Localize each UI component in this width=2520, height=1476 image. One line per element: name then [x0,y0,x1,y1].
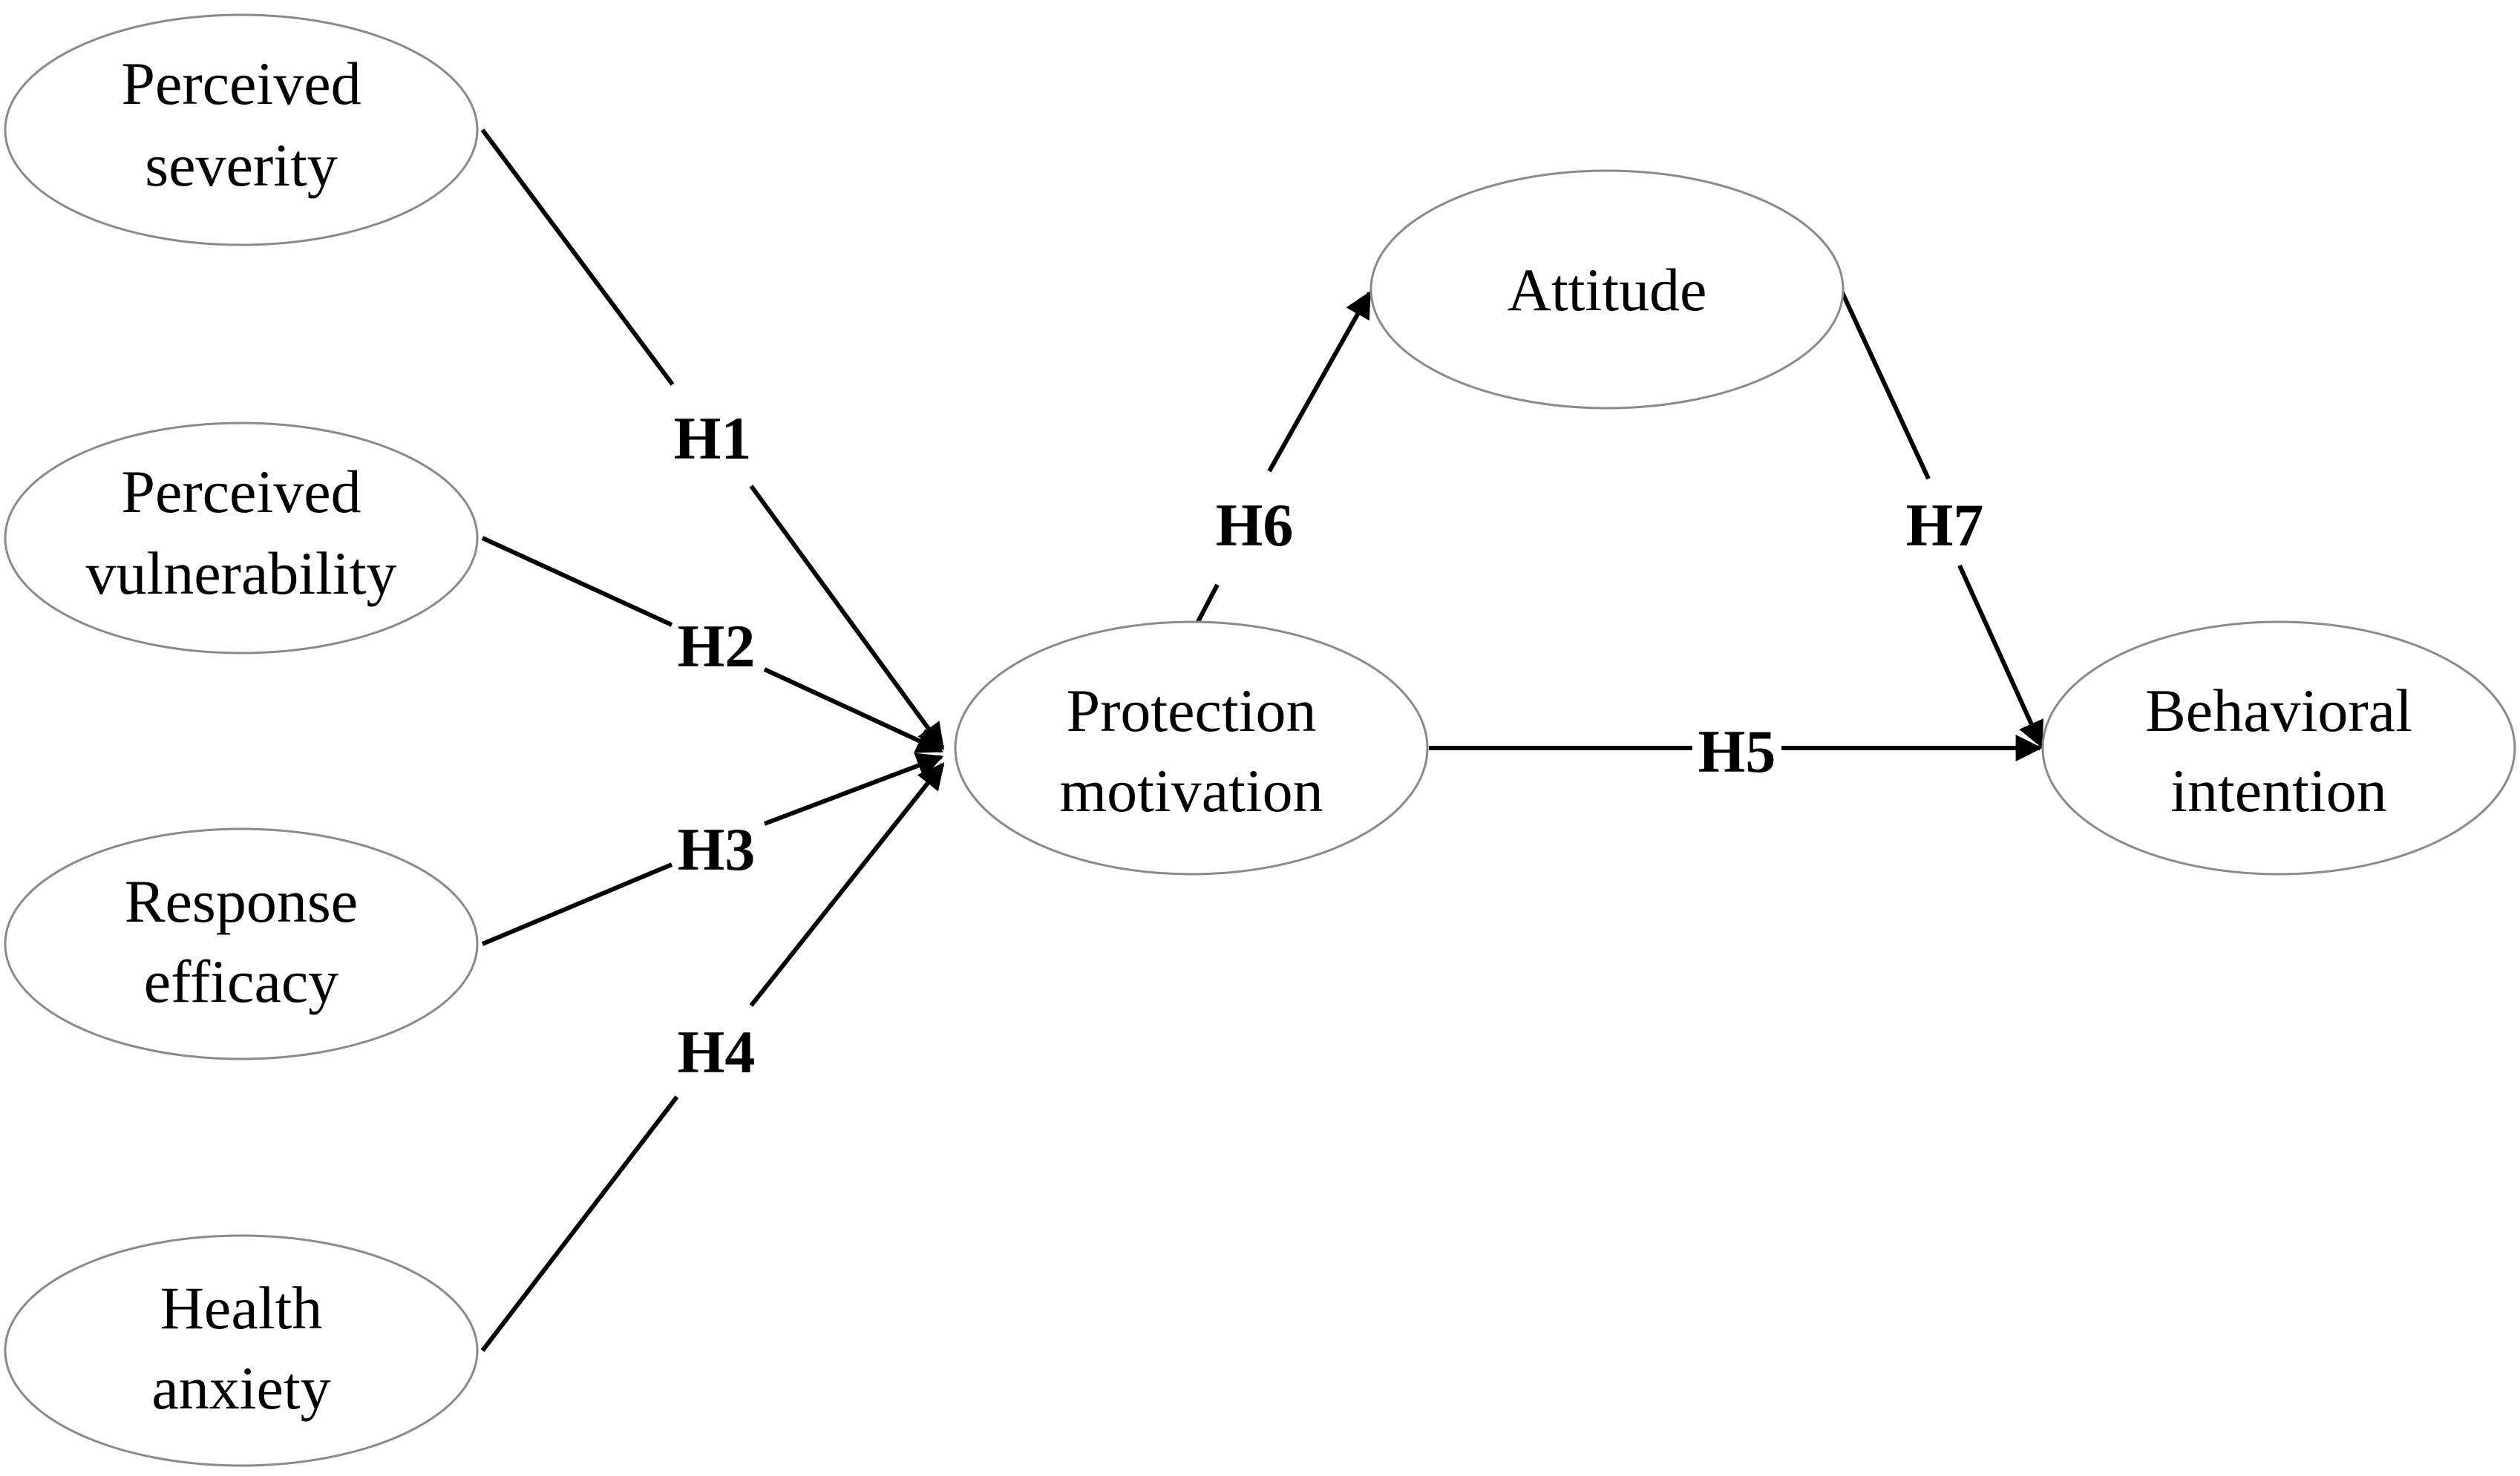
hypothesis-label-h6: H6 [1216,491,1294,559]
node-ellipse [4,827,479,1060]
edge-h7-lower [1957,564,2044,749]
node-label-line2: efficacy [144,948,339,1015]
hypothesis-label-h7: H7 [1906,491,1984,559]
node-attitude: Attitude [1369,169,1845,410]
edges [480,128,2044,1352]
node-perceived-severity: Perceived severity [4,13,479,246]
node-ellipse [4,422,479,655]
node-ellipse [2041,620,2516,876]
node-ellipse [4,1234,479,1467]
node-label-line1: Perceived [121,50,361,117]
node-label-line1: Protection [1066,677,1316,744]
hypothesis-label-h2: H2 [678,612,756,680]
hypothesis-label-h4: H4 [678,1018,756,1086]
node-label: Attitude [1508,256,1707,324]
hypothesis-labels: H1 H2 H3 H4 H5 H6 H7 [674,404,1984,1086]
node-response-efficacy: Response efficacy [4,827,479,1060]
hypothesis-label-h3: H3 [678,816,756,883]
edge-h1-upper [480,128,675,386]
node-label-line1: Perceived [121,458,361,525]
node-label-line1: Response [125,867,358,935]
node-ellipse [1369,169,1845,410]
hypothesis-label-h1: H1 [674,404,752,472]
edge-h4-upper [480,1095,679,1352]
node-label-line2: anxiety [151,1354,330,1422]
node-label-line1: Behavioral [2145,677,2412,744]
node-ellipse [954,620,1429,876]
node-perceived-vulnerability: Perceived vulnerability [4,422,479,655]
node-label-line1: Health [160,1274,323,1342]
edge-h7-upper [1839,288,1931,480]
node-label-line2: vulnerability [85,539,396,607]
node-behavioral-intention: Behavioral intention [2041,620,2516,876]
node-ellipse [4,13,479,246]
edge-h6-upper [1267,290,1372,473]
edge-h1-lower [749,485,945,750]
node-label-line2: intention [2170,757,2387,824]
edge-h2-upper [481,536,673,627]
edge-h4-lower [749,762,945,1007]
edge-h2-lower [763,667,944,753]
hypothesis-label-h5: H5 [1698,718,1776,785]
edge-h3-upper [481,862,673,946]
node-protection-motivation: Protection motivation [954,620,1429,876]
node-label-line2: severity [145,131,338,199]
node-label-line2: motivation [1059,757,1323,824]
edge-h3-lower [763,752,944,826]
node-health-anxiety: Health anxiety [4,1234,479,1467]
